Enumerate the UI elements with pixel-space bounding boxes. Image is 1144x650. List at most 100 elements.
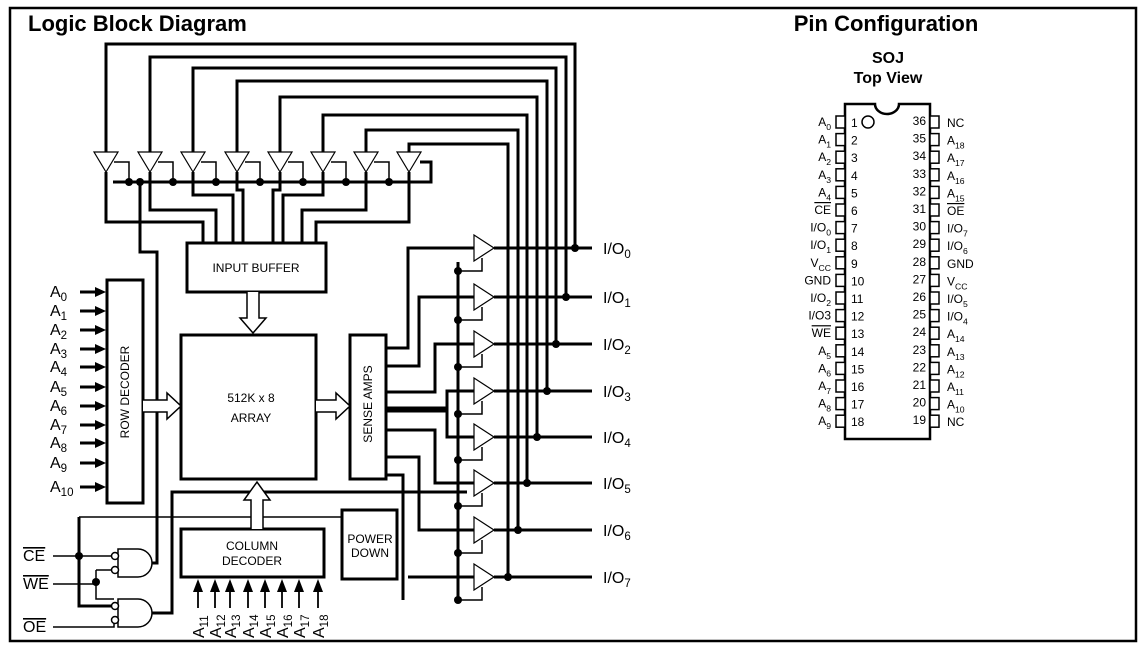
pin-lead: [929, 185, 940, 200]
pin-lead: [835, 150, 846, 164]
buffer-to-input-wire-2: [191, 172, 235, 243]
row-address-label-sub: 5: [61, 387, 67, 399]
pin-lead: [929, 344, 940, 358]
pin-name-base: A: [947, 345, 955, 359]
pin-name-base: A: [818, 397, 826, 411]
column-address-label-base: A: [241, 627, 258, 638]
pin-lead: [835, 308, 846, 323]
pin-name-base: NC: [947, 116, 965, 130]
io-output-label-base: I/O: [603, 337, 624, 354]
pin-number: 17: [851, 398, 865, 412]
input-tristate-buffer-icon: [395, 151, 423, 174]
io-output-label-base: I/O: [603, 430, 624, 447]
output-tristate-buffer-icon: [473, 468, 496, 498]
column-address-label-base: A: [208, 627, 225, 638]
pin-lead: [929, 379, 940, 393]
view-label: Top View: [854, 70, 923, 87]
pin-number: 6: [851, 204, 858, 218]
pin-number: 29: [913, 237, 927, 251]
arrow-up-icon: [225, 579, 235, 592]
column-address-label: A14: [241, 614, 261, 638]
column-address-label: A18: [311, 615, 331, 638]
pin-lead: [929, 273, 940, 288]
buffer-to-input-wire-1: [148, 172, 218, 243]
sense-to-output-wire-0: [386, 246, 474, 350]
row-address-label-base: A: [50, 341, 61, 358]
pin-name: A2: [818, 150, 831, 167]
pin-number: 12: [851, 310, 865, 324]
pin-lead: [929, 150, 940, 164]
junction-dot: [454, 456, 462, 464]
pin-number: 27: [913, 272, 927, 286]
pin-number: 28: [913, 255, 927, 269]
write-gate-out: [152, 503, 159, 565]
io-output-label: I/O6: [603, 523, 631, 543]
pin-configuration: Pin Configuration SOJ Top View 1A02A13A2…: [794, 11, 978, 441]
output-tristate-buffer-icon: [473, 282, 496, 312]
input-tristate-buffer-icon: [179, 151, 207, 174]
column-address-label-base: A: [191, 627, 208, 638]
io-output-label: I/O3: [603, 384, 631, 404]
column-address-label-sub: 11: [199, 615, 211, 627]
junction-dot: [504, 573, 512, 581]
sense-amps-label: SENSE AMPS: [361, 365, 375, 442]
power-down-block: POWER DOWN: [340, 508, 399, 581]
pin-name-base: A: [818, 344, 826, 358]
arrow-right-icon: [95, 362, 106, 372]
pin-name: I/O6: [947, 239, 968, 256]
control-input-label-we: WE: [23, 576, 49, 593]
pin-name: VCC: [947, 274, 967, 291]
enable-stub: [374, 161, 390, 182]
io-output-label-base: I/O: [603, 523, 624, 540]
pin-name-sub: 2: [826, 298, 831, 308]
pin-name-base: CE: [814, 203, 831, 217]
pin-name: A16: [947, 169, 965, 186]
column-address-label: A13: [223, 615, 243, 638]
pin-name: A15: [947, 186, 965, 203]
pin-number: 34: [913, 149, 927, 163]
row-address-label: A7: [50, 417, 67, 437]
arrow-up-icon: [313, 579, 323, 592]
pin-name: I/O7: [947, 222, 968, 239]
pin-name-sub: CC: [955, 281, 967, 291]
pin-name-base: GND: [947, 257, 974, 271]
pin-number: 14: [851, 345, 865, 359]
row-address-label-base: A: [50, 359, 61, 376]
column-address-label: A11: [191, 615, 211, 638]
pin-number: 33: [913, 167, 927, 181]
pin-name-base: NC: [947, 415, 965, 429]
array-to-sense-arrow: [316, 391, 352, 421]
io-output-label-sub: 0: [624, 249, 630, 261]
pin-name-base: A: [818, 361, 826, 375]
input-tristate-buffer-icon: [309, 151, 337, 174]
pin-name-base: A: [947, 134, 955, 148]
row-decoder-label: ROW DECODER: [118, 345, 132, 438]
pin-name-base: A: [818, 150, 826, 164]
pin-number: 36: [913, 114, 927, 128]
sense-to-output-wire-3: [386, 389, 474, 410]
pin-lead: [929, 238, 940, 252]
io-output-label-base: I/O: [603, 570, 624, 587]
pin-3: 3A2: [818, 150, 858, 167]
pin-name-base: A: [818, 414, 826, 428]
pin-lead: [835, 238, 846, 252]
row-address-label-base: A: [50, 417, 61, 434]
pin-lead: [929, 291, 940, 305]
pin-name-sub: 3: [826, 175, 831, 185]
pin-6: 6 CE: [814, 203, 858, 218]
pin-name: A6: [818, 361, 831, 378]
row-address-label-base: A: [50, 435, 61, 452]
and-gate-read-icon: [117, 598, 153, 628]
pin-lead: [929, 308, 940, 323]
junction-dot: [342, 178, 350, 186]
pin-name-sub: 2: [826, 157, 831, 167]
output-tristate-buffer-icon: [473, 233, 496, 263]
